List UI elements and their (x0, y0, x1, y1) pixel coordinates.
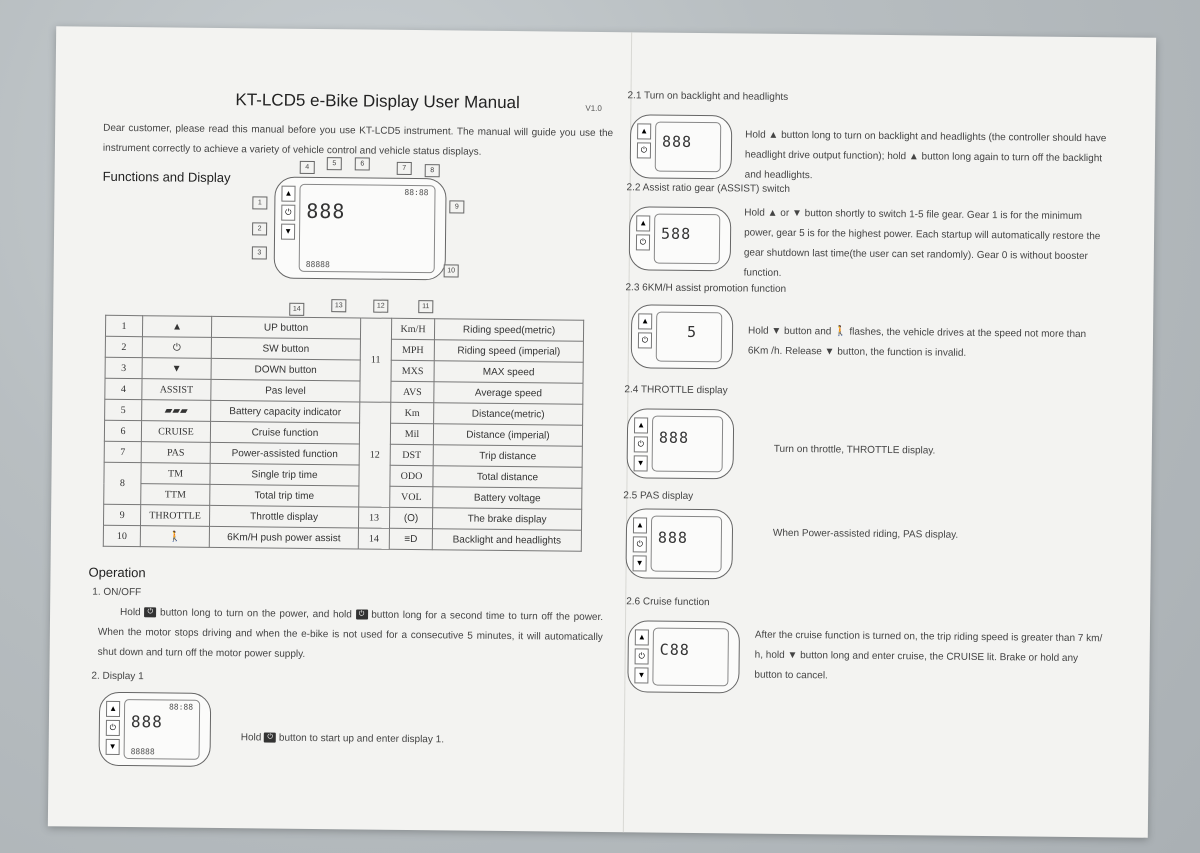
up-arrow-icon: ▲ (281, 185, 296, 202)
main-display-diagram: ▲ ⏻ ▼ 88:88 888 88888 (273, 176, 447, 281)
section-2-6-text: After the cruise function is turned on, … (754, 629, 1103, 682)
section-2-3-text: Hold ▼ button and 🚶 flashes, the vehicle… (747, 325, 1087, 359)
callout-8: 8 (424, 164, 440, 178)
down-arrow-icon: ▼ (142, 357, 212, 380)
onoff-title: 1. ON/OFF (92, 586, 142, 599)
power-icon: ⏻ (105, 719, 120, 736)
assist-gear-diagram: ▲⏻ 588 (628, 206, 732, 272)
functions-table: 1 ▲ UP button 11 Km/H Riding speed(metri… (103, 315, 584, 552)
callout-1: 1 (252, 196, 268, 210)
callout-3: 3 (251, 246, 267, 260)
diagram-bottom-digits: 88888 (305, 259, 330, 270)
section-2-5-title: 2.5 PAS display (623, 490, 694, 502)
section-2-2-text: Hold ▲ or ▼ button shortly to switch 1-5… (743, 207, 1101, 279)
callout-2: 2 (252, 222, 268, 236)
callout-11: 11 (418, 300, 434, 314)
version-label: V1.0 (585, 103, 602, 113)
callout-12: 12 (373, 299, 389, 313)
cruise-diagram: ▲⏻▼ C88 (627, 620, 741, 694)
walk-assist-icon: 🚶 (140, 525, 210, 548)
callout-6: 6 (354, 157, 370, 171)
pas-diagram: ▲⏻▼ 888 (625, 508, 734, 580)
throttle-diagram: ▲⏻▼ 888 (626, 408, 735, 480)
display1-text: Hold ⏻ button to start up and enter disp… (240, 732, 445, 746)
table-row: 10 🚶 6Km/H push power assist 14 ≡D Backl… (103, 525, 582, 552)
section-2-6-title: 2.6 Cruise function (626, 596, 710, 609)
callout-7: 7 (396, 161, 412, 175)
power-icon: ⏻ (144, 607, 157, 618)
diagram-top-digits: 88:88 (404, 187, 429, 198)
walk-assist-diagram: ▲⏻ 5 (630, 304, 734, 370)
diagram-speed-digits: 888 (306, 198, 346, 224)
section-2-1-title: 2.1 Turn on backlight and headlights (627, 90, 789, 103)
callout-14: 14 (289, 302, 305, 316)
power-icon: ⏻ (281, 204, 296, 221)
power-icon: ⏻ (355, 609, 368, 620)
up-arrow-icon: ▲ (105, 700, 121, 717)
operation-heading: Operation (88, 564, 146, 581)
manual-title: KT-LCD5 e-Bike Display User Manual (235, 90, 520, 113)
down-arrow-icon: ▼ (280, 223, 296, 240)
callout-5: 5 (326, 157, 342, 171)
power-icon: ⏻ (142, 336, 212, 359)
callout-13: 13 (331, 299, 347, 313)
onoff-paragraph: Hold ⏻ button long to turn on the power,… (97, 606, 604, 660)
section-2-4-text: Turn on throttle, THROTTLE display. (773, 443, 936, 457)
brake-icon: (O) (389, 507, 433, 529)
down-arrow-icon: ▼ (105, 738, 120, 755)
headlight-icon: ≡D (389, 528, 433, 550)
manual-sheet: KT-LCD5 e-Bike Display User Manual V1.0 … (47, 26, 1157, 838)
section-2-2-title: 2.2 Assist ratio gear (ASSIST) switch (626, 182, 790, 195)
backlight-diagram: ▲⏻ 888 (629, 114, 733, 180)
up-arrow-icon: ▲ (142, 315, 212, 338)
section-2-1-text: Hold ▲ button long to turn on backlight … (744, 129, 1107, 182)
display1-title: 2. Display 1 (91, 670, 144, 683)
callout-10: 10 (443, 264, 459, 278)
section-2-5-text: When Power-assisted riding, PAS display. (772, 527, 959, 541)
section-2-3-title: 2.3 6KM/H assist promotion function (625, 282, 787, 295)
diagram-screen: 88:88 888 88888 (298, 183, 436, 274)
functions-heading: Functions and Display (102, 168, 231, 186)
callout-9: 9 (449, 200, 465, 214)
callout-4: 4 (299, 160, 315, 174)
power-icon: ⏻ (264, 732, 277, 743)
battery-icon: ▰▰▰ (141, 399, 211, 422)
display1-diagram: ▲ ⏻ ▼ 88:88 888 88888 (98, 691, 212, 767)
section-2-4-title: 2.4 THROTTLE display (624, 384, 728, 397)
